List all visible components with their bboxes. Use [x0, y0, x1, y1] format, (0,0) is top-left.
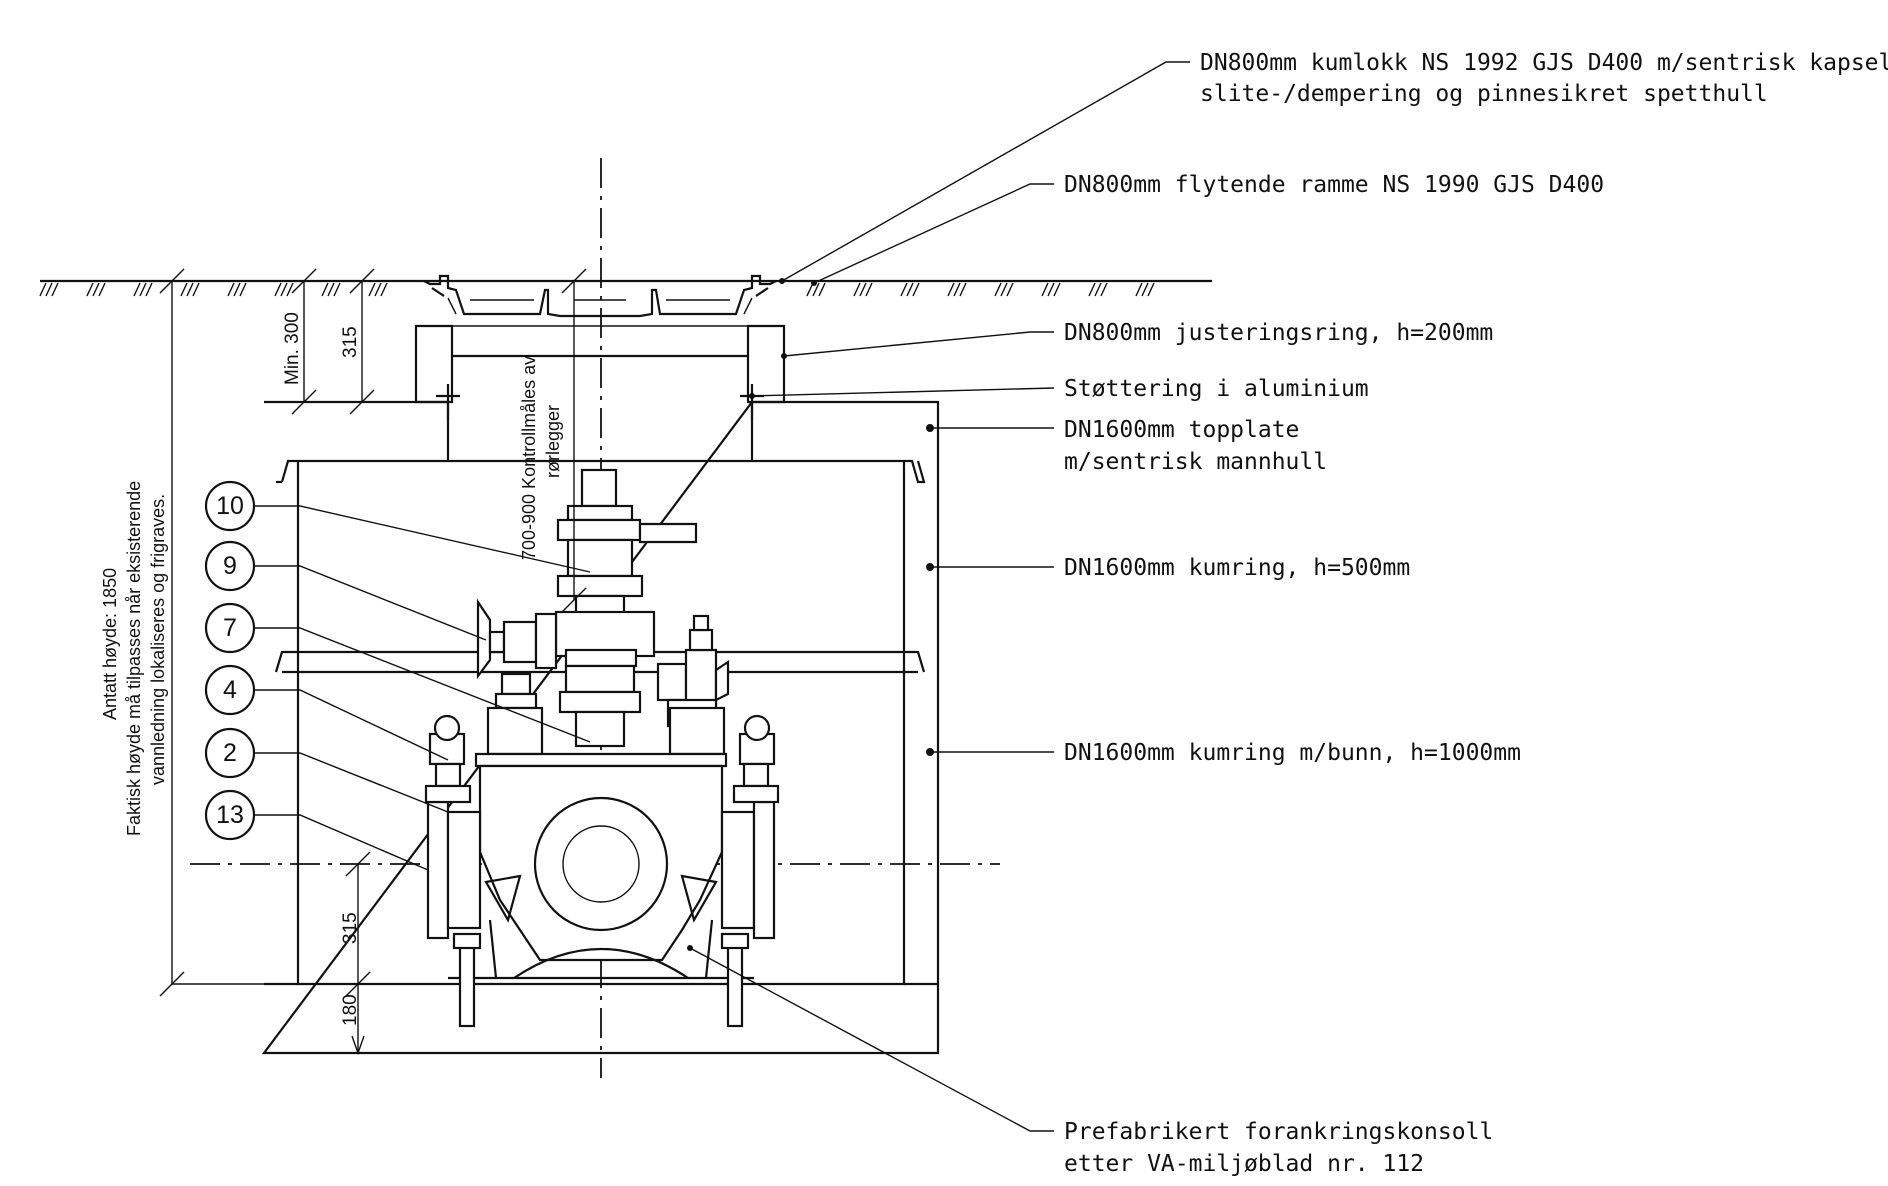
- ground-hatch: [368, 282, 376, 297]
- ground-hatch: [333, 282, 341, 297]
- ground-line: [39, 279, 1212, 297]
- ground-hatch: [1006, 282, 1014, 297]
- balloon-4-label: 4: [223, 676, 237, 704]
- label-cover-line1: DN800mm kumlokk NS 1992 GJS D400 m/sentr…: [1200, 50, 1888, 76]
- ground-hatch: [186, 282, 194, 297]
- ground-hatch: [818, 282, 826, 297]
- ground-hatch: [380, 282, 388, 297]
- label-anchor-line1: Prefabrikert forankringskonsoll: [1064, 1119, 1493, 1145]
- ground-hatch: [133, 282, 141, 297]
- ground-hatch: [86, 282, 94, 297]
- balloon-10-label: 10: [216, 492, 244, 520]
- ground-hatch: [274, 282, 282, 297]
- ground-hatch: [947, 282, 955, 297]
- ground-hatch: [180, 282, 188, 297]
- dimensions: [159, 268, 587, 1056]
- ground-hatch: [959, 282, 967, 297]
- balloon-2: 2: [204, 727, 256, 779]
- label-manhole-base: DN1600mm kumring m/bunn, h=1000mm: [1064, 740, 1521, 766]
- ground-hatch: [906, 282, 914, 297]
- ground-hatch: [192, 282, 200, 297]
- ground-hatch: [1135, 282, 1143, 297]
- balloon-9: 9: [204, 540, 256, 592]
- ground-hatch: [1094, 282, 1102, 297]
- ground-hatch: [98, 282, 106, 297]
- ground-hatch: [280, 282, 288, 297]
- label-support-ring: Støttering i aluminium: [1064, 376, 1369, 402]
- dim-height-line1: Antatt høyde: 1850: [100, 568, 120, 720]
- manhole-cover: [423, 274, 777, 318]
- ground-hatch: [1053, 282, 1061, 297]
- ground-hatch: [1100, 282, 1108, 297]
- dim-min300: Min. 300: [282, 312, 303, 385]
- ground-hatch: [239, 282, 247, 297]
- ground-hatch: [865, 282, 873, 297]
- ground-hatch: [327, 282, 335, 297]
- ground-hatch: [953, 282, 961, 297]
- ground-hatch: [45, 282, 53, 297]
- balloon-7: 7: [204, 602, 256, 654]
- ground-hatch: [139, 282, 147, 297]
- valve-assembly: [424, 468, 780, 1028]
- ground-hatch: [994, 282, 1002, 297]
- balloon-leaders: [254, 505, 591, 871]
- ground-hatch: [853, 282, 861, 297]
- label-anchor-line2: etter VA-miljøblad nr. 112: [1064, 1151, 1424, 1177]
- label-leaders: [687, 61, 1190, 1132]
- ground-hatch: [92, 282, 100, 297]
- dim-control-line1: 700-900 Kontrollmåles av: [519, 356, 539, 560]
- balloon-4: 4: [204, 664, 256, 716]
- dim-315-bottom: 315: [340, 912, 361, 944]
- label-frame: DN800mm flytende ramme NS 1990 GJS D400: [1064, 172, 1604, 198]
- ground-hatch: [1047, 282, 1055, 297]
- adjusting-ring: [414, 324, 786, 420]
- dim-control-line2: rørlegger: [543, 405, 563, 478]
- balloon-2-label: 2: [223, 739, 237, 767]
- ground-hatch: [1000, 282, 1008, 297]
- ground-hatch: [374, 282, 382, 297]
- balloon-10: 10: [204, 480, 256, 532]
- ground-hatch: [900, 282, 908, 297]
- dim-height-line2: Faktisk høyde må tilpasses når eksistere…: [124, 481, 144, 836]
- label-manhole-ring: DN1600mm kumring, h=500mm: [1064, 555, 1410, 581]
- ground-hatch: [1141, 282, 1149, 297]
- ground-hatch: [39, 282, 47, 297]
- ground-hatch: [286, 282, 294, 297]
- label-cover-line2: slite-/dempering og pinnesikret spetthul…: [1200, 81, 1768, 107]
- ground-hatch: [1088, 282, 1096, 297]
- ground-hatch: [1041, 282, 1049, 297]
- dim-180: 180: [340, 994, 361, 1026]
- ground-hatch: [227, 282, 235, 297]
- balloon-7-label: 7: [223, 614, 237, 642]
- top-plate: [261, 400, 940, 1055]
- ground-hatch: [859, 282, 867, 297]
- balloon-13: 13: [204, 789, 256, 841]
- ground-hatch: [321, 282, 329, 297]
- ground-hatch: [233, 282, 241, 297]
- dim-315-top: 315: [340, 326, 361, 358]
- ground-hatch: [912, 282, 920, 297]
- label-top-plate-line1: DN1600mm topplate: [1064, 417, 1299, 443]
- ground-hatch: [1147, 282, 1155, 297]
- ground-hatch: [51, 282, 59, 297]
- ground-hatch: [812, 282, 820, 297]
- label-top-plate-line2: m/sentrisk mannhull: [1064, 449, 1327, 475]
- balloon-9-label: 9: [223, 552, 237, 580]
- ground-hatch: [145, 282, 153, 297]
- dim-height-line3: vannledning lokaliseres og frigraves.: [148, 494, 168, 785]
- balloon-13-label: 13: [216, 801, 244, 829]
- label-adjust-ring: DN800mm justeringsring, h=200mm: [1064, 320, 1493, 346]
